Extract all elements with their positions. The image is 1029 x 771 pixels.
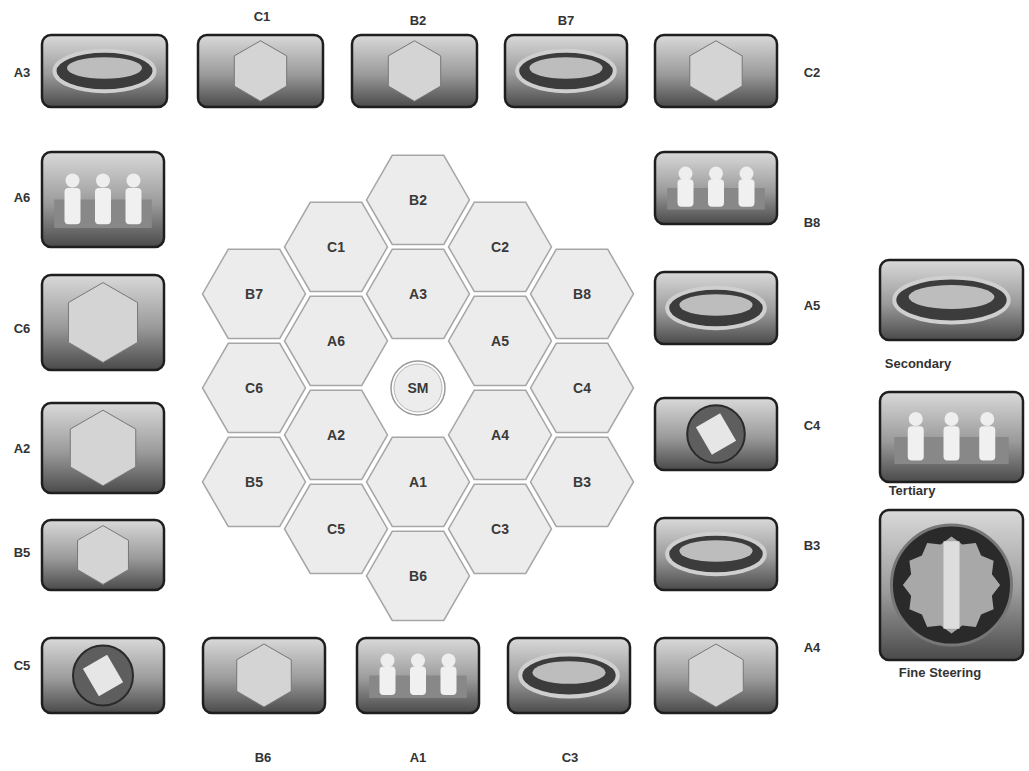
photo-label: C6: [14, 321, 31, 336]
segment-photo: [42, 520, 164, 590]
mirror-segment-hex: A4: [447, 389, 553, 481]
segment-photo: [880, 260, 1023, 340]
mirror-segment-hex: B3: [529, 436, 635, 528]
mirror-segment-hex: B8: [529, 248, 635, 340]
segment-photo: [42, 638, 164, 713]
segment-photo: [42, 35, 167, 107]
photo-label: Tertiary: [889, 483, 936, 498]
photo-label: B5: [14, 545, 31, 560]
mirror-segment-hex: B7: [201, 248, 307, 340]
segment-label: C6: [245, 380, 263, 396]
segment-photo: [508, 638, 630, 713]
segment-label: C1: [327, 239, 345, 255]
segment-label: B2: [409, 192, 427, 208]
photo-label: B7: [558, 13, 575, 28]
segment-label: B8: [573, 286, 591, 302]
segment-photo: [655, 638, 777, 713]
segment-photo: [203, 638, 325, 713]
segment-photo: [655, 35, 777, 107]
segment-photo: [880, 510, 1023, 660]
mirror-segment-hex: A2: [283, 389, 389, 481]
segment-photo: [42, 403, 164, 493]
photo-label: A2: [14, 441, 31, 456]
photo-label: B2: [410, 13, 427, 28]
mirror-segment-hex: C5: [283, 483, 389, 575]
mirror-segment-hex: B6: [365, 530, 471, 622]
segment-label: A4: [491, 427, 509, 443]
mirror-segment-hex: B2: [365, 154, 471, 246]
segment-photo: [198, 35, 323, 107]
photo-label: Secondary: [885, 356, 951, 371]
segment-label: A5: [491, 333, 509, 349]
segment-photo: [357, 638, 479, 713]
mirror-segment-hex: C4: [529, 342, 635, 434]
segment-label: A2: [327, 427, 345, 443]
mirror-segment-hex: A5: [447, 295, 553, 387]
mirror-segment-hex: C2: [447, 201, 553, 293]
mirror-segment-hex: B5: [201, 436, 307, 528]
photo-label: C3: [562, 750, 579, 765]
segment-photo: [655, 152, 777, 224]
photo-label: Fine Steering: [899, 665, 981, 680]
segment-label: B7: [245, 286, 263, 302]
segment-label: B5: [245, 474, 263, 490]
segment-photo: [880, 392, 1023, 482]
photo-label: B3: [804, 538, 821, 553]
segment-label: C4: [573, 380, 591, 396]
photo-label: C1: [254, 9, 271, 24]
segment-photo: [42, 275, 164, 370]
photo-label: B6: [255, 750, 272, 765]
mirror-segment-hex: C3: [447, 483, 553, 575]
mirror-segment-hex: A1: [365, 436, 471, 528]
photo-label: A6: [14, 190, 31, 205]
mirror-segment-hex: A3: [365, 248, 471, 340]
segment-label: B6: [409, 568, 427, 584]
photo-label: C4: [804, 418, 821, 433]
photo-label: B8: [804, 215, 821, 230]
photo-label: A1: [410, 750, 427, 765]
photo-label: A3: [14, 65, 31, 80]
segment-label: A1: [409, 474, 427, 490]
segment-label: C5: [327, 521, 345, 537]
segment-photo: [655, 272, 777, 344]
mirror-segment-hex: C6: [201, 342, 307, 434]
photo-label: A5: [804, 298, 821, 313]
segment-label: A3: [409, 286, 427, 302]
segment-label: SM: [408, 380, 429, 396]
segment-photo: [505, 35, 627, 107]
segment-photo: [42, 152, 164, 247]
photo-label: C5: [14, 658, 31, 673]
segment-label: A6: [327, 333, 345, 349]
segment-photo: [352, 35, 477, 107]
photo-label: C2: [804, 65, 821, 80]
segment-photo: [655, 398, 777, 470]
photo-label: A4: [804, 640, 821, 655]
segment-photo: [655, 518, 777, 590]
segment-label: B3: [573, 474, 591, 490]
mirror-segment-hex: A6: [283, 295, 389, 387]
secondary-mirror-circle: SM: [390, 360, 446, 416]
segment-label: C2: [491, 239, 509, 255]
mirror-segment-hex: C1: [283, 201, 389, 293]
segment-label: C3: [491, 521, 509, 537]
